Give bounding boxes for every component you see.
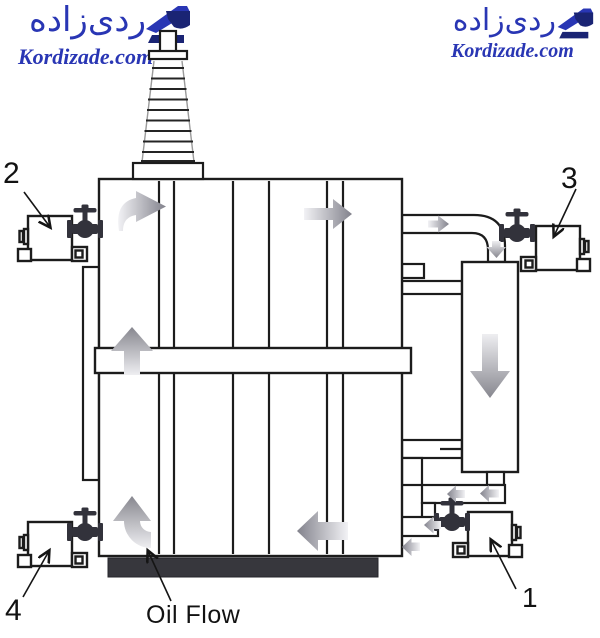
flow-arrow-top-left-curved [118, 191, 166, 231]
bushing-base [131, 161, 205, 181]
callout-label-4: 4 [5, 594, 22, 627]
oil-flow-arrows [111, 191, 510, 556]
callout-label-1: 1 [522, 582, 538, 613]
callout-arrow-1 [491, 540, 517, 590]
callout-arrow-3 [554, 188, 577, 236]
flow-arrow-return-left-small-1 [447, 485, 465, 503]
radiator-bottom-stub [485, 470, 506, 487]
bottom-return-drop [420, 501, 437, 520]
flow-arrow-elbow-down-small [486, 241, 506, 258]
site-url-text: Kordizade.com [451, 40, 574, 62]
radiator-stub-top [400, 279, 464, 296]
bushing-cap [147, 49, 189, 61]
radiator-stub-top-small [400, 262, 426, 280]
flow-arrow-inlet-left-small-1 [424, 516, 441, 534]
flow-arrow-inlet-left-small-2 [402, 538, 420, 556]
oil-pump-2 [16, 214, 89, 263]
bushing-terminal [158, 29, 178, 54]
hv-bushing [131, 29, 205, 181]
callout-arrow-2 [23, 191, 50, 227]
callout-arrow-oil-flow [148, 551, 172, 602]
callout-arrows [22, 188, 577, 602]
kordizade-logo-icon [557, 8, 594, 39]
base-skid [107, 557, 379, 578]
flow-arrow-return-left-small-2 [480, 485, 499, 502]
tank-return-stub [400, 456, 424, 487]
flow-arrow-radiator-down [470, 334, 510, 398]
flow-arrow-mid-up [111, 327, 153, 375]
bushing-fins [141, 67, 195, 162]
valve-3-icon [499, 208, 535, 242]
flow-arrow-bottom-left-pointing [297, 511, 348, 551]
callout-label-3: 3 [561, 162, 578, 195]
clamp-band [93, 346, 413, 375]
oil-flow-label: Oil Flow [146, 601, 241, 629]
callout-arrow-4 [22, 551, 49, 598]
callout-label-2: 2 [3, 157, 20, 190]
flow-arrow-top-right [304, 199, 352, 229]
brand-text-persian: ردی‌زاده [452, 3, 556, 38]
flow-arrow-bottom-left-curved [113, 496, 151, 548]
top-outlet-pipe [400, 213, 507, 264]
brand-text-persian: ردی‌زاده [29, 0, 146, 40]
flow-arrow-pipe-right-small [428, 215, 449, 233]
site-url-text: Kordizade.com [18, 44, 154, 69]
